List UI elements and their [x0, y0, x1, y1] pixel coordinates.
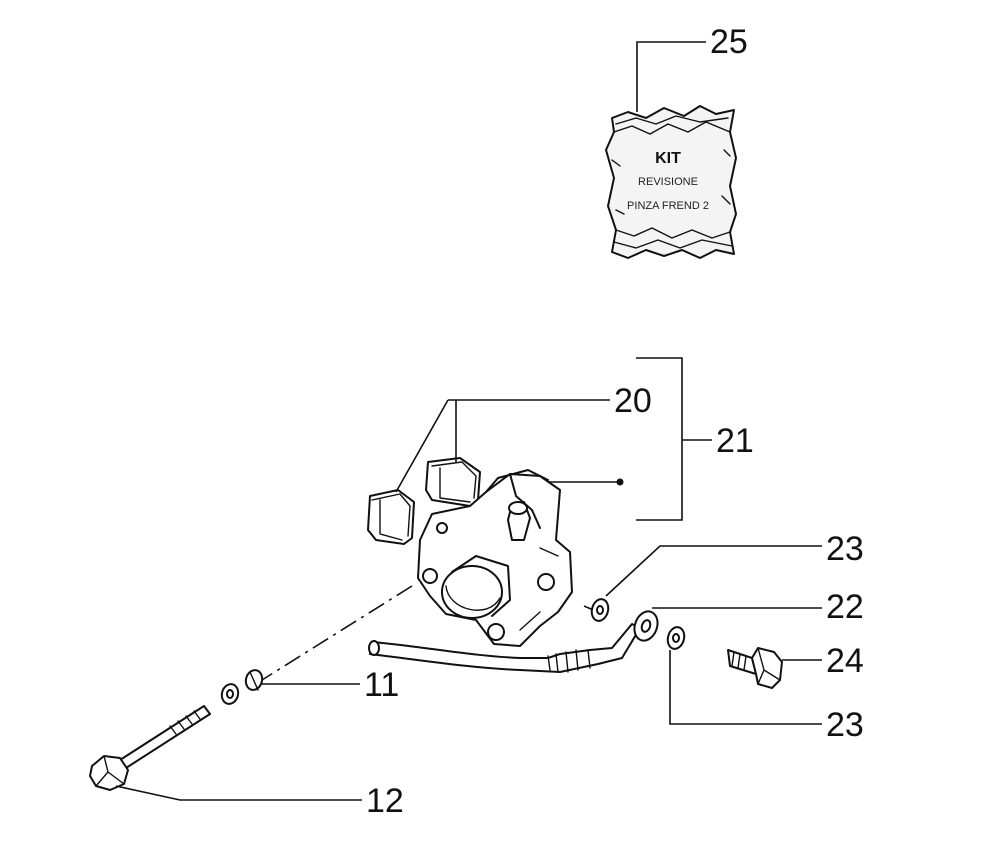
kit-line-2: PINZA FREND 2	[627, 200, 709, 212]
leader-23-lower	[669, 650, 822, 725]
kit-line-1: REVISIONE	[638, 176, 698, 188]
caliper-body	[417, 469, 573, 647]
bracket-21	[636, 357, 712, 521]
callout-23-lower: 23	[826, 706, 864, 744]
leader-23-upper	[605, 545, 822, 597]
leader-25	[636, 41, 706, 112]
callout-23-upper: 23	[826, 530, 864, 568]
washer-upper	[590, 598, 610, 622]
callout-24: 24	[826, 642, 864, 680]
kit-bag: KIT REVISIONE PINZA FREND 2	[605, 105, 737, 259]
banjo-fitting	[633, 610, 659, 642]
kit-title: KIT	[655, 150, 681, 167]
washer-lower	[666, 626, 686, 650]
spring-washer	[220, 669, 264, 705]
banjo-bolt	[727, 647, 783, 689]
callout-25: 25	[710, 23, 748, 61]
brake-pad-left	[367, 489, 415, 545]
leader-12	[115, 785, 362, 801]
brake-pad-right	[425, 457, 481, 507]
callout-20: 20	[614, 382, 652, 420]
callout-12: 12	[366, 782, 404, 820]
callout-22: 22	[826, 588, 864, 626]
callout-21: 21	[716, 422, 754, 460]
callout-11: 11	[364, 666, 399, 704]
mounting-bolt	[89, 705, 211, 791]
leader-20	[395, 399, 610, 493]
leader-21-dot	[616, 478, 624, 486]
